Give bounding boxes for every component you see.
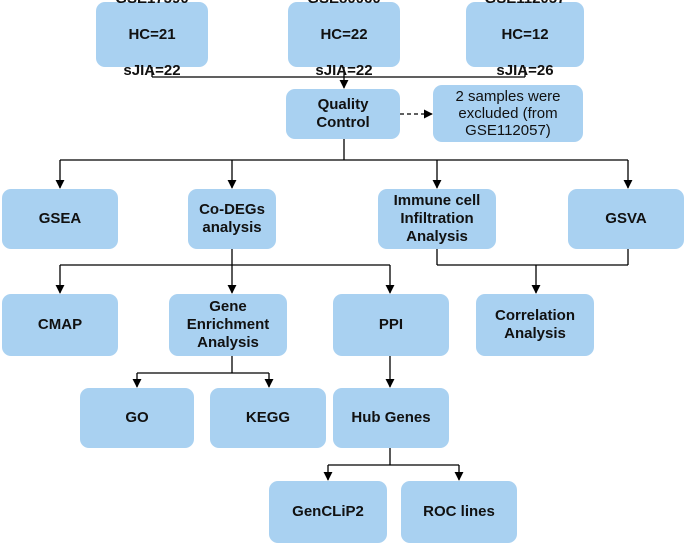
- dataset-sjia-count: sJIA=26: [496, 61, 554, 79]
- roc-lines-box: ROC lines: [401, 481, 517, 543]
- gsva-box: GSVA: [568, 189, 684, 249]
- immune-infiltration-box: Immune cell Infiltration Analysis: [378, 189, 496, 249]
- dataset-id: GSE17590: [115, 0, 188, 8]
- dataset-hc-count: HC=21: [128, 25, 176, 43]
- dataset-sjia-count: sJIA=22: [315, 61, 373, 79]
- dataset-id: GSE112057: [485, 0, 566, 8]
- dataset-gse112057-box: GSE112057 HC=12 sJIA=26: [466, 0, 584, 79]
- dataset-gse80060-box: GSE80060 HC=22 sJIA=22: [288, 0, 400, 79]
- kegg-box: KEGG: [210, 388, 326, 448]
- dataset-sjia-count: sJIA=22: [123, 61, 181, 79]
- ppi-box: PPI: [333, 294, 449, 356]
- dataset-hc-count: HC=12: [501, 25, 549, 43]
- correlation-analysis-box: Correlation Analysis: [476, 294, 594, 356]
- cmap-box: CMAP: [2, 294, 118, 356]
- genclip2-box: GenCLiP2: [269, 481, 387, 543]
- gsea-box: GSEA: [2, 189, 118, 249]
- dataset-id: GSE80060: [307, 0, 380, 8]
- exclusion-note-box: 2 samples were excluded (from GSE112057): [433, 85, 583, 142]
- go-box: GO: [80, 388, 194, 448]
- dataset-hc-count: HC=22: [320, 25, 368, 43]
- dataset-gse17590-box: GSE17590 HC=21 sJIA=22: [96, 0, 208, 79]
- hub-genes-box: Hub Genes: [333, 388, 449, 448]
- co-degs-analysis-box: Co-DEGs analysis: [188, 189, 276, 249]
- quality-control-box: Quality Control: [286, 89, 400, 139]
- gene-enrichment-box: Gene Enrichment Analysis: [169, 294, 287, 356]
